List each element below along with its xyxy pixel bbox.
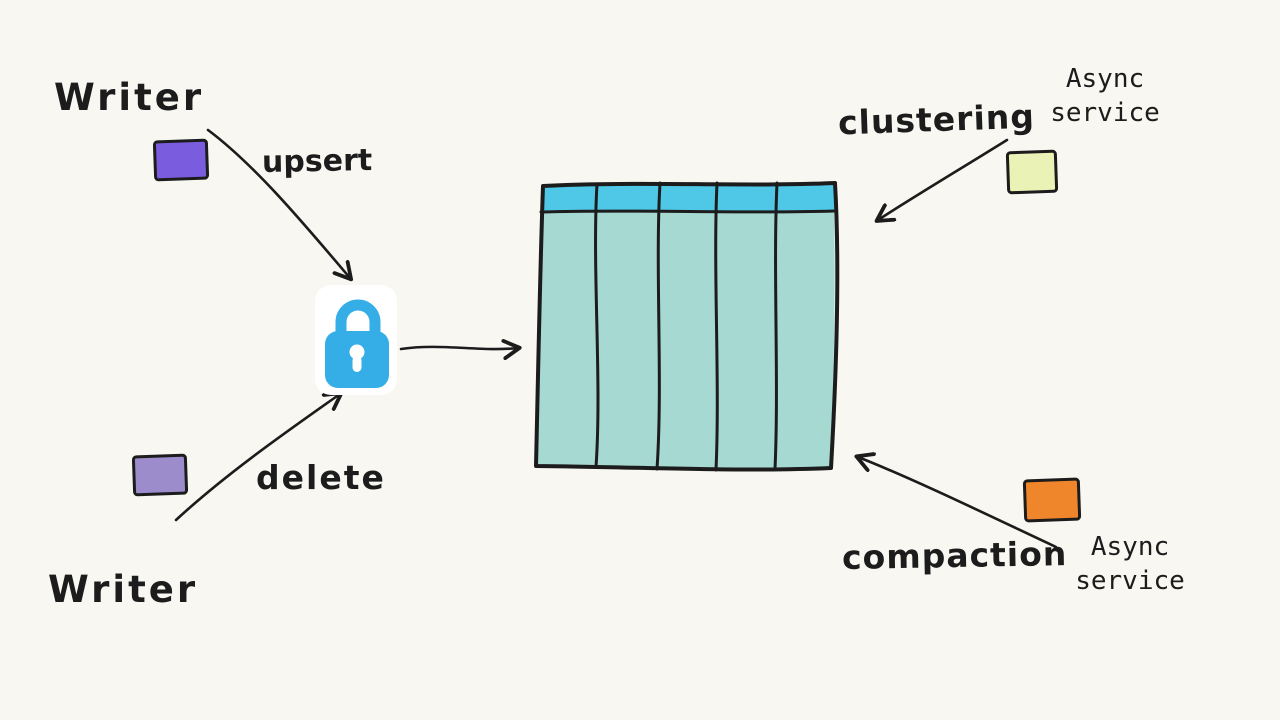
storage-table: [534, 181, 840, 472]
upsert-arrow: [206, 128, 350, 278]
async-service-bottom-line2: service: [1075, 566, 1185, 596]
upsert-label: upsert: [261, 143, 373, 180]
delete-label: delete: [256, 458, 386, 497]
async-service-bottom-label: Async service: [1060, 530, 1200, 598]
compaction-label: compaction: [841, 534, 1068, 577]
writer-bottom-label: Writer: [48, 568, 199, 611]
writer-top-label: Writer: [54, 76, 205, 119]
clustering-arrow: [878, 138, 1009, 220]
table-header-fill: [541, 183, 835, 212]
clustering-service-square: [1005, 149, 1059, 195]
write-to-table-arrow: [399, 347, 518, 349]
lock-keyhole-circle: [349, 344, 365, 360]
compaction-arrow: [858, 457, 1058, 549]
table-header-divider: [539, 209, 836, 214]
clustering-label: clustering: [837, 96, 1036, 143]
column-divider-3: [714, 181, 719, 472]
table-outline: [534, 181, 840, 472]
delete-arrow: [174, 394, 340, 522]
writer-bottom-square: [131, 453, 189, 497]
writer-top-square: [152, 138, 210, 182]
async-service-bottom-line1: Async: [1090, 532, 1170, 562]
column-divider-4: [773, 181, 779, 471]
column-divider-1: [594, 182, 600, 469]
compaction-service-square: [1022, 477, 1082, 523]
lock-keyhole-stem: [352, 356, 362, 372]
column-divider-2: [655, 181, 662, 471]
async-service-top-label: Async service: [1035, 62, 1175, 130]
async-service-top-line1: Async: [1065, 64, 1145, 94]
lock-icon: [315, 285, 397, 395]
async-service-top-line2: service: [1050, 98, 1160, 128]
lock-shackle: [335, 299, 381, 341]
table-body-fill: [536, 211, 835, 470]
